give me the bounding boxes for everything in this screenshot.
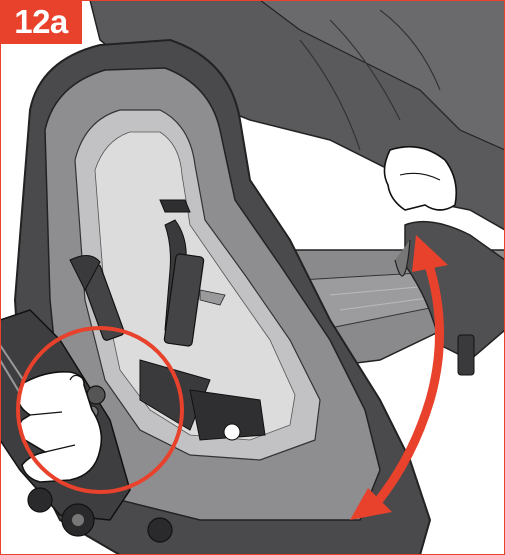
rotate-arrow-icon [350,235,448,520]
step-number-badge: 12a [0,0,82,44]
hand-on-handle [383,145,458,211]
harness-straps [69,199,266,441]
highlight-circle-icon [16,326,184,494]
